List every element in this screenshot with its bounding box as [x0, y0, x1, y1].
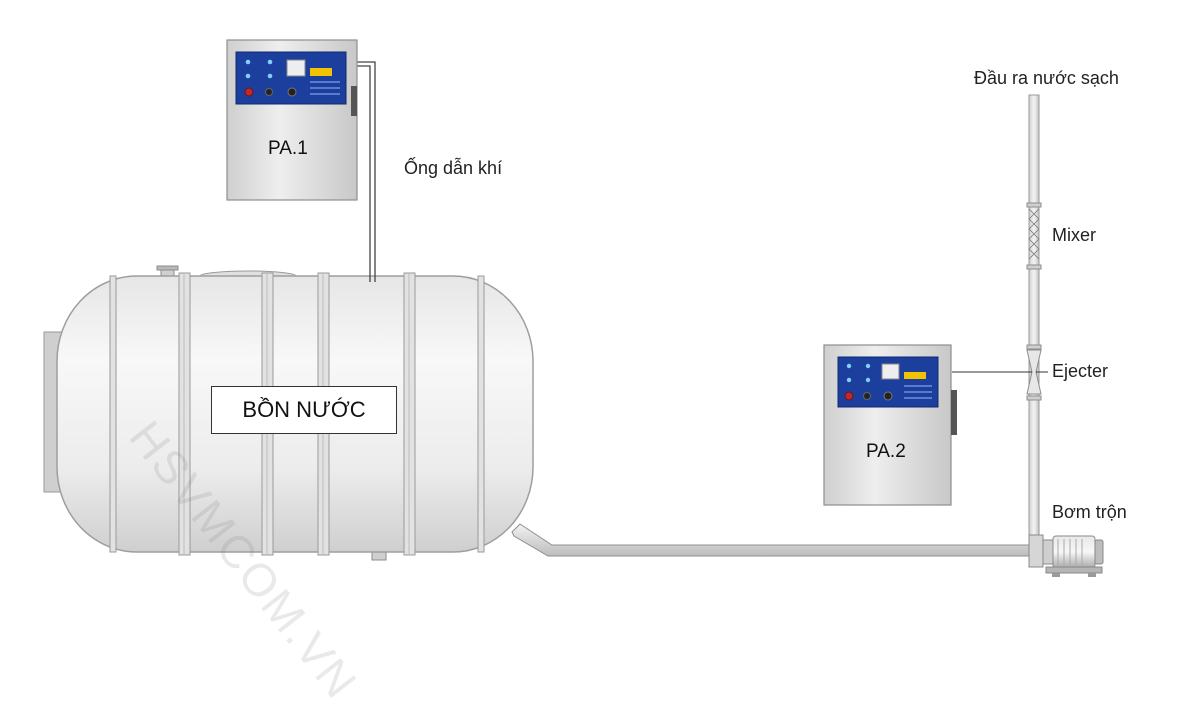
- control-panel-display: [235, 51, 347, 105]
- gas-pipe-label: Ống dẫn khí: [404, 158, 503, 178]
- gas-pipe: [357, 61, 376, 282]
- clean-outlet-label: Đầu ra nước sạch: [974, 68, 1119, 88]
- control-panel-display: [837, 356, 939, 408]
- ozone-unit-pa2: [823, 344, 957, 506]
- power-knob-icon: [244, 87, 254, 97]
- mixer-icon: [1028, 208, 1040, 260]
- water-pipe: [511, 523, 1033, 557]
- ozone-unit-pa1: [226, 39, 358, 201]
- ejecter-label: Ejecter: [1052, 361, 1109, 381]
- outlet-pipe: [1026, 94, 1042, 551]
- pa2-label: PA.2: [866, 441, 906, 462]
- mixer-label: Mixer: [1052, 225, 1096, 245]
- pump-motor-icon: [1028, 534, 1104, 577]
- pa1-label: PA.1: [268, 138, 308, 159]
- power-knob-icon: [844, 391, 854, 401]
- pump-label: Bơm trộn: [1052, 502, 1127, 522]
- tank-label: BỒN NƯỚC: [211, 386, 397, 434]
